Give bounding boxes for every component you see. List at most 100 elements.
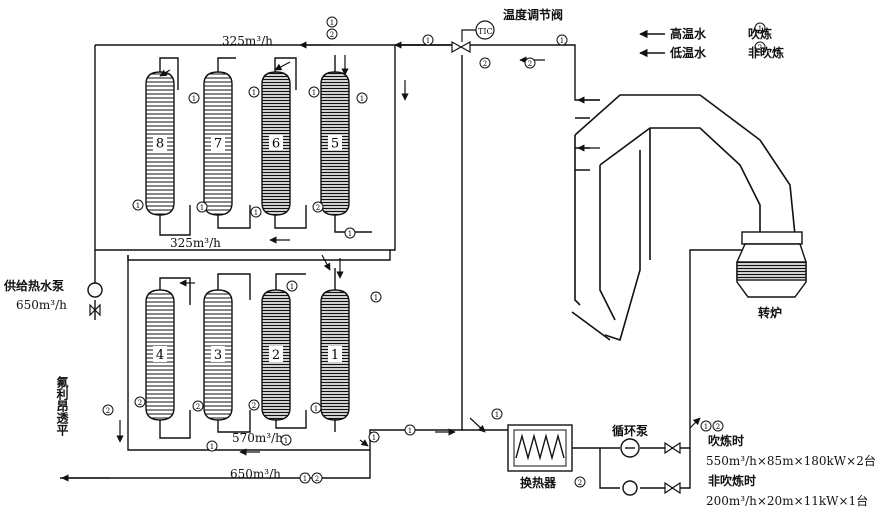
flow-top-label: 325m³/h: [222, 34, 273, 48]
svg-text:1: 1: [758, 25, 762, 33]
flow-bottom-label: 570m³/h: [232, 431, 283, 445]
flow-mid-label: 325m³/h: [170, 236, 221, 250]
marker-two: 2: [326, 28, 338, 40]
svg-text:1: 1: [192, 95, 196, 103]
svg-text:2: 2: [483, 60, 487, 68]
marker-two: 2: [134, 396, 146, 408]
marker-two: 2: [248, 399, 260, 411]
svg-text:2: 2: [330, 31, 334, 39]
marker-one: 1: [132, 199, 144, 211]
svg-text:1: 1: [426, 37, 430, 45]
accumulator-3: 3: [203, 289, 233, 421]
svg-text:1: 1: [372, 434, 376, 442]
svg-text:1: 1: [254, 209, 258, 217]
valves: [89, 40, 681, 495]
svg-text:1: 1: [312, 89, 316, 97]
svg-text:2: 2: [196, 403, 200, 411]
svg-text:TIC: TIC: [478, 27, 493, 36]
accumulator-label: 7: [214, 137, 222, 152]
svg-text:2: 2: [252, 402, 256, 410]
marker-one: 1: [422, 34, 434, 46]
marker-one: 1: [248, 86, 260, 98]
svg-text:1: 1: [408, 427, 412, 435]
accumulator-label: 8: [156, 137, 164, 152]
accumulator-8: 8: [145, 71, 175, 216]
legend-high-temp: 高温水: [670, 27, 707, 41]
marker-two: 2: [574, 476, 586, 488]
svg-text:2: 2: [138, 399, 142, 407]
accumulator-1: 1: [320, 289, 350, 421]
marker-one: 1: [299, 472, 311, 484]
accumulator-label: 6: [272, 137, 280, 152]
accumulator-label: 4: [156, 348, 164, 363]
marker-two: 2: [479, 57, 491, 69]
svg-text:1: 1: [210, 443, 214, 451]
accumulator-6: 6: [261, 71, 291, 216]
svg-text:2: 2: [315, 475, 319, 483]
svg-text:1: 1: [348, 230, 352, 238]
marker-one: 1: [280, 434, 292, 446]
accumulator-5: 5: [320, 71, 350, 216]
svg-text:1: 1: [495, 411, 499, 419]
accumulator-4: 4: [145, 289, 175, 421]
marker-one: 1: [370, 291, 382, 303]
flow-arrows: [61, 41, 701, 482]
valve-down-pipe: [461, 55, 510, 431]
marker-two: 2: [524, 57, 536, 69]
svg-text:1: 1: [136, 202, 140, 210]
marker-one: 1: [700, 420, 712, 432]
legend-low-temp: 低温水: [670, 46, 707, 60]
accumulator-2: 2: [261, 289, 291, 421]
accumulator-7: 7: [203, 71, 233, 216]
marker-two: 2: [192, 400, 204, 412]
legend-blowing: 吹炼: [748, 27, 773, 41]
svg-text:1: 1: [290, 283, 294, 291]
svg-text:1: 1: [252, 89, 256, 97]
marker-one: 1: [308, 86, 320, 98]
flow-return-label: 650m³/h: [230, 467, 281, 481]
marker-one: 1: [356, 92, 368, 104]
blow-time-label: 吹炼时: [708, 434, 745, 448]
svg-text:2: 2: [716, 423, 720, 431]
svg-text:2: 2: [578, 479, 582, 487]
supply-pump-flow-label: 650m³/h: [16, 298, 67, 312]
marker-one: 1: [188, 92, 200, 104]
marker-one: 1: [491, 408, 503, 420]
svg-text:1: 1: [303, 475, 307, 483]
accumulator-label: 3: [214, 348, 222, 363]
marker-one: 1: [754, 22, 766, 34]
marker-two: 2: [312, 201, 324, 213]
to-turbine-label: 氟利昂透平: [55, 376, 69, 436]
marker-one: 1: [368, 431, 380, 443]
marker-two: 2: [311, 472, 323, 484]
converter-label: 转炉: [758, 306, 783, 320]
svg-text:2: 2: [316, 204, 320, 212]
legend-non-blowing: 非吹炼: [748, 46, 785, 60]
circ-bypass-pipe: [599, 448, 691, 489]
nonblow-spec-label: 200m³/h×20m×11kW×1台: [706, 494, 869, 508]
marker-one: 1: [286, 280, 298, 292]
accumulator-label: 2: [272, 348, 280, 363]
marker-two: 2: [102, 404, 114, 416]
svg-text:1: 1: [560, 37, 564, 45]
valve-to-boiler-pipe: [470, 44, 600, 101]
svg-text:1: 1: [374, 294, 378, 302]
marker-one: 1: [404, 424, 416, 436]
svg-text:1: 1: [330, 19, 334, 27]
marker-one: 1: [250, 206, 262, 218]
return-pipe: [60, 450, 371, 479]
svg-text:2: 2: [528, 60, 532, 68]
nonblow-time-label: 非吹炼时: [708, 474, 757, 488]
boiler-return-pipe: [689, 249, 760, 420]
marker-one: 1: [196, 201, 208, 213]
svg-text:1: 1: [360, 95, 364, 103]
supply-header: [94, 250, 391, 285]
accumulator-label: 1: [331, 348, 339, 363]
marker-one: 1: [206, 440, 218, 452]
heat-exchanger-label: 换热器: [520, 476, 557, 490]
temp-valve-actuator: TIC: [461, 20, 495, 42]
svg-text:1: 1: [704, 423, 708, 431]
